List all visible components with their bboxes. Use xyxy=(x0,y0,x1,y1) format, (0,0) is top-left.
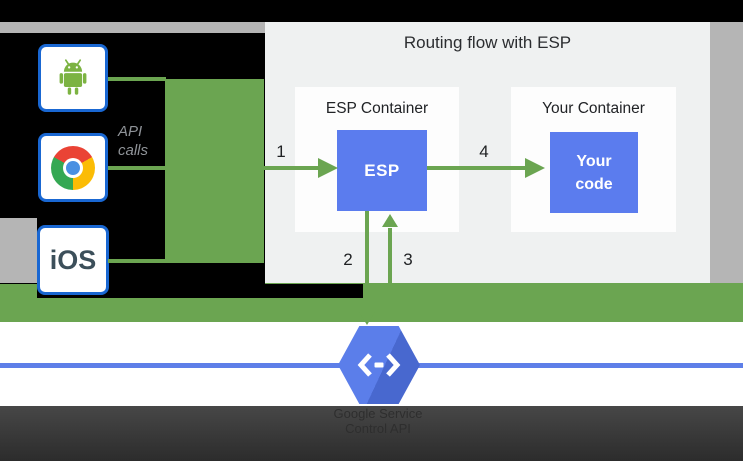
api-calls-label: API calls xyxy=(118,122,170,160)
your-container-title: Your Container xyxy=(542,100,645,117)
right-gray-band xyxy=(710,22,743,285)
service-control-line2: Control API xyxy=(345,420,411,436)
esp-box-label: ESP xyxy=(364,160,400,180)
esp-box: ESP xyxy=(337,130,427,211)
arrow-2-head-icon xyxy=(359,312,375,325)
arrow-3-head-icon xyxy=(382,214,398,227)
your-code-box: Your code xyxy=(550,132,638,213)
step-2-label: 2 xyxy=(343,250,353,269)
api-calls-line2: calls xyxy=(118,142,149,159)
chrome-connector-line xyxy=(108,166,166,170)
dark-patch xyxy=(265,284,363,298)
gray-top-strip xyxy=(0,22,265,33)
android-connector-line xyxy=(108,77,166,81)
gray-left-column xyxy=(0,218,37,283)
bottom-dark-bar xyxy=(0,406,743,461)
arrow-1-line xyxy=(263,166,319,170)
android-client-box xyxy=(38,44,108,112)
arrow-4-line xyxy=(427,166,526,170)
your-code-line1: Your xyxy=(576,152,612,170)
chrome-icon xyxy=(51,145,95,190)
green-request-band xyxy=(165,79,264,263)
ios-connector-line xyxy=(108,259,166,263)
step-3-label: 3 xyxy=(403,250,413,269)
arrow-1-head-icon xyxy=(318,158,338,178)
ios-client-box: iOS xyxy=(37,225,109,295)
top-dark-bar xyxy=(0,0,743,22)
android-icon xyxy=(50,53,96,104)
arrow-3-line xyxy=(388,228,392,322)
step-1-label: 1 xyxy=(276,142,286,161)
step-4-label: 4 xyxy=(479,142,489,161)
ios-label: iOS xyxy=(49,244,97,275)
api-calls-line1: API xyxy=(118,123,143,140)
service-control-line1: Google Service xyxy=(333,406,423,421)
diagram-title: Routing flow with ESP xyxy=(403,33,572,52)
your-code-line2: code xyxy=(575,175,613,193)
arrow-2-line xyxy=(365,211,369,313)
esp-container-title: ESP Container xyxy=(325,100,429,117)
arrow-4-head-icon xyxy=(525,158,545,178)
chrome-client-box xyxy=(38,133,108,202)
green-corner-patch xyxy=(0,284,37,322)
service-control-caption: Google Service Control API xyxy=(278,406,478,436)
